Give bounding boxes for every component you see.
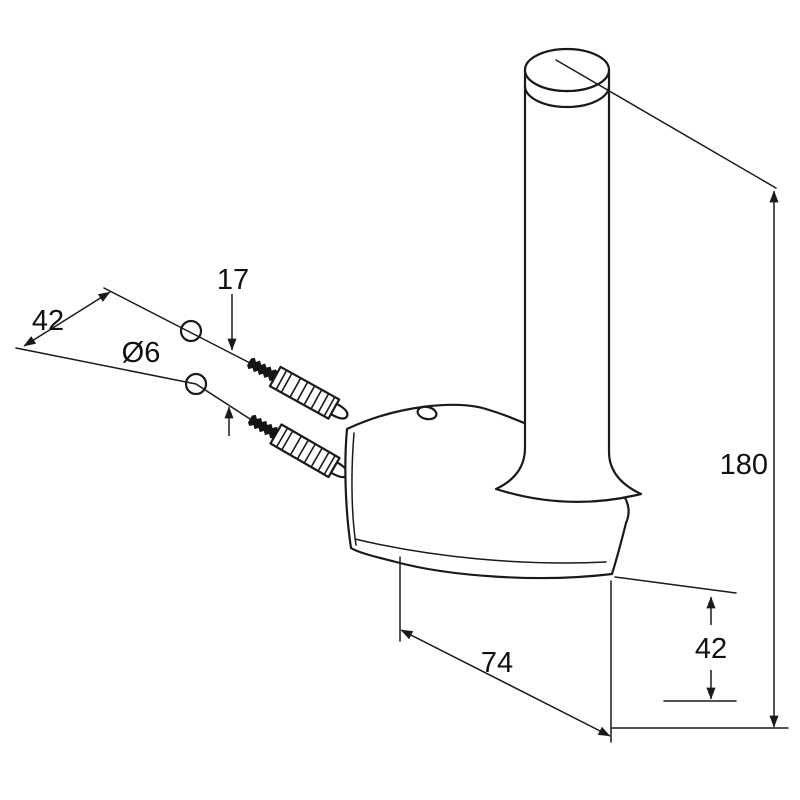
bracket-screw-hole <box>416 405 438 421</box>
plug-ribs <box>275 369 336 417</box>
plug-tip <box>329 402 349 420</box>
hole-diameter-label: Ø6 <box>122 337 161 369</box>
wall-plug-upper <box>247 357 349 420</box>
screw-thread-icon <box>248 414 279 439</box>
bracket-thickness-line-left <box>351 432 357 546</box>
post-cap-edge <box>523 84 611 109</box>
bracket-thickness-line-bottom <box>354 538 607 564</box>
dimension-line-hole-spacing <box>23 291 111 347</box>
plug-body <box>269 423 341 479</box>
roll-holder-post <box>494 47 643 503</box>
screw-thread-icon <box>247 357 278 381</box>
hole-offset-dimension: 17 <box>217 264 249 436</box>
post-top-cap <box>523 47 611 93</box>
mounting-hole-lower <box>184 372 208 396</box>
hole-offset-label: 17 <box>217 264 249 296</box>
extension-line-upper-screw-axis <box>103 287 251 364</box>
overall-height-dimension: 180 <box>555 59 789 729</box>
wall-plug-lower <box>248 414 349 479</box>
overall-height-label: 180 <box>720 449 768 481</box>
extension-line-height-top <box>555 59 777 189</box>
plug-ribs <box>275 427 336 475</box>
hole-diameter-callout: Ø6 <box>122 319 208 396</box>
bracket-width-dimension: 74 <box>399 556 612 743</box>
plug-body <box>268 365 341 420</box>
bracket-width-label: 74 <box>481 647 513 679</box>
mounting-hole-upper <box>179 319 203 343</box>
dimension-line-width <box>400 629 611 737</box>
hole-spacing-label: 42 <box>32 305 64 337</box>
bracket-drop-dimension: 42 <box>614 576 737 702</box>
bracket-drop-label: 42 <box>695 633 727 665</box>
extension-line-drop-top <box>614 576 737 594</box>
